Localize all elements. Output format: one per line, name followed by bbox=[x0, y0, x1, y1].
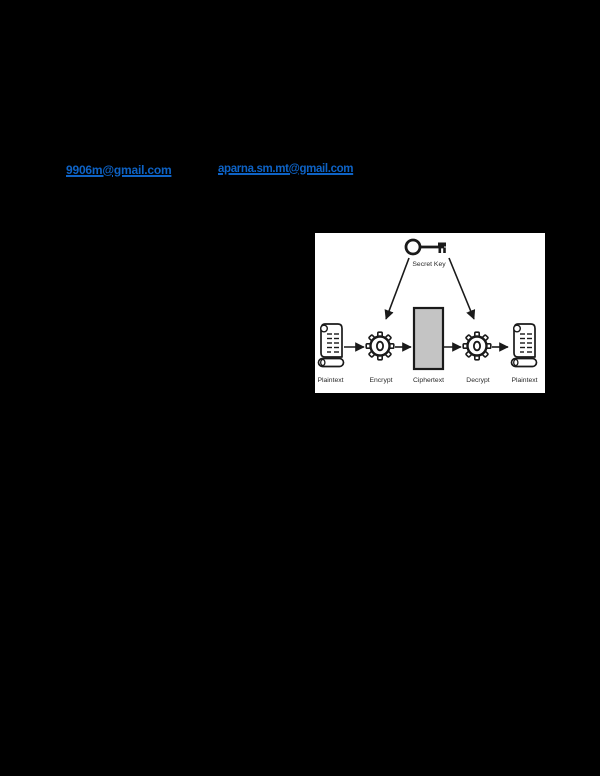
arrow-key-to-decrypt bbox=[448, 257, 476, 320]
author-email-link-2[interactable]: aparna.sm.mt@gmail.com bbox=[218, 163, 354, 175]
encryption-figure: Secret Key Plaintext Encrypt Ciphertext … bbox=[315, 233, 545, 393]
secret-key-icon bbox=[404, 238, 446, 256]
plaintext-scroll-icon-right bbox=[510, 323, 538, 368]
ciphertext-box bbox=[412, 306, 445, 371]
author-email-link-1[interactable]: 9906m@gmail.com bbox=[66, 163, 172, 177]
plaintext-label-left: Plaintext bbox=[317, 377, 343, 384]
decrypt-label: Decrypt bbox=[466, 377, 490, 384]
plaintext-scroll-icon-left bbox=[317, 323, 345, 368]
arrow-key-to-encrypt bbox=[384, 257, 410, 320]
encrypt-label: Encrypt bbox=[369, 377, 392, 384]
plaintext-label-right: Plaintext bbox=[511, 377, 537, 384]
encrypt-gear-icon bbox=[365, 331, 395, 361]
ciphertext-label: Ciphertext bbox=[413, 377, 444, 384]
secret-key-label: Secret Key bbox=[412, 261, 446, 268]
encryption-diagram: Secret Key Plaintext Encrypt Ciphertext … bbox=[317, 238, 538, 384]
decrypt-gear-icon bbox=[462, 331, 492, 361]
